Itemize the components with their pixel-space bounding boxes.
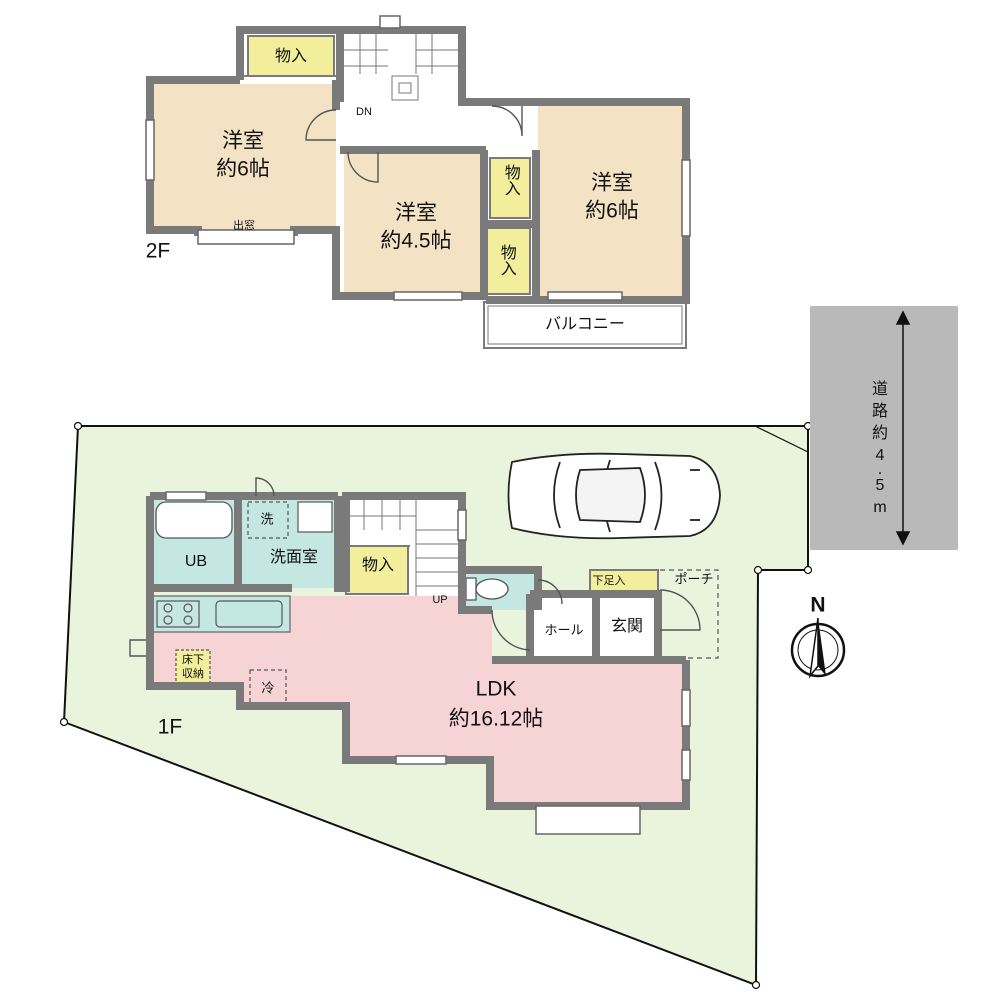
room-ldk <box>150 596 686 806</box>
road-label: 道 路 約 4 . 5 m <box>872 380 888 516</box>
underfloor-storage-label-2: 収納 <box>182 667 204 680</box>
window-2f-mid-south <box>393 291 463 301</box>
window-2f-east-south <box>547 291 623 301</box>
room-2f-middle-size: 約4.5帖 <box>380 230 451 253</box>
storage-1f <box>345 545 409 595</box>
closet-2f-top-label: 物入 <box>275 47 307 65</box>
washroom-label: 洗面室 <box>270 548 318 566</box>
room-2f-west-name: 洋室 <box>222 130 264 153</box>
porch-outline <box>660 569 719 659</box>
door-2f-middle <box>347 151 379 183</box>
lot-corner-markers <box>59 421 813 990</box>
stair-dn-label: DN <box>356 106 372 118</box>
window-2f-west-side <box>145 119 155 181</box>
road-char-3: 4 <box>876 447 885 464</box>
walls-1f-stair <box>334 492 492 614</box>
room-entrance <box>596 594 658 658</box>
compass-icon: N <box>790 594 846 679</box>
hallway-2f <box>336 102 486 148</box>
toilet-icon <box>465 577 509 601</box>
closet-2f-top <box>247 35 335 77</box>
underfloor-storage <box>175 649 211 685</box>
stair-treads-2f <box>344 26 460 101</box>
washer-label: 洗 <box>260 511 273 526</box>
door-2f-west <box>305 109 337 141</box>
walls-2f-top <box>236 26 690 304</box>
entrance-label: 玄関 <box>611 617 643 635</box>
ldk-name: LDK <box>476 678 517 701</box>
underfloor-storage-label-1: 床下 <box>182 652 204 666</box>
stair-up-label: UP <box>432 594 447 606</box>
window-1f-ldk-bay <box>535 805 641 835</box>
balcony-inner <box>487 305 683 345</box>
window-2f-stair <box>379 15 401 29</box>
window-1f-ldk-south <box>395 755 447 765</box>
window-1f-bath <box>165 491 207 501</box>
door-1f-hall <box>491 609 531 651</box>
storage-1f-label: 物入 <box>362 556 394 574</box>
room-2f-middle <box>344 152 480 296</box>
window-1f-ldk-east <box>681 689 691 727</box>
closet-2f-mid-lower <box>481 227 531 295</box>
fridge-space <box>249 669 287 707</box>
door-1f-ldk-west <box>129 639 146 657</box>
room-2f-middle-name: 洋室 <box>395 202 437 225</box>
road-char-5: 5 <box>876 477 885 494</box>
stair-treads-1f <box>346 496 458 596</box>
sink-icon <box>215 600 283 628</box>
porch-label: ポーチ <box>674 571 713 586</box>
closet-2f-mid-lower-label: 物入 <box>498 244 517 276</box>
window-1f-ldk-east2 <box>681 749 691 781</box>
closet-2f-mid-upper <box>489 157 531 219</box>
room-2f-east-size: 約6帖 <box>585 200 639 223</box>
window-1f-stair <box>457 509 467 541</box>
road-char-6: m <box>873 499 886 516</box>
washer-space <box>247 501 289 539</box>
road <box>810 306 958 550</box>
fridge-label: 冷 <box>261 680 274 695</box>
floor-1f-label: 1F <box>158 716 183 739</box>
hall-label: ホール <box>544 622 583 637</box>
door-1f-toilet <box>537 579 563 605</box>
road-char-4: . <box>878 461 882 478</box>
kitchen-counter <box>149 595 291 633</box>
balcony-label: バルコニー <box>545 316 625 333</box>
lot-corner-cut <box>754 425 809 453</box>
room-2f-west <box>150 84 336 236</box>
closet-2f-mid-upper-label-1: 物入 <box>502 164 521 196</box>
ldk-size: 約16.12帖 <box>449 708 544 731</box>
door-1f-wash <box>255 477 275 497</box>
door-2f-east <box>491 105 523 137</box>
road-dimension-arrow <box>895 310 911 546</box>
bay-window-label: 出窓 <box>233 218 255 232</box>
room-2f-west-size: 約6帖 <box>216 158 270 181</box>
road-char-1: 路 <box>872 402 888 420</box>
road-char-0: 道 <box>872 380 888 398</box>
balcony <box>483 301 687 349</box>
floor-2f-label: 2F <box>146 240 171 263</box>
window-2f-east-side <box>681 159 691 237</box>
door-1f-entrance <box>659 589 701 631</box>
compass-label: N <box>810 594 825 617</box>
window-2f-bay <box>197 229 295 245</box>
road-char-2: 約 <box>872 424 888 442</box>
stove-icon <box>156 600 200 628</box>
bathtub-icon <box>155 501 233 539</box>
car-icon <box>507 452 721 540</box>
washbasin-icon <box>297 501 333 533</box>
unit-bath-label: UB <box>185 553 207 570</box>
shoe-storage-label: 下足入 <box>593 575 626 587</box>
room-2f-east-name: 洋室 <box>591 172 633 195</box>
room-2f-east <box>538 106 686 296</box>
